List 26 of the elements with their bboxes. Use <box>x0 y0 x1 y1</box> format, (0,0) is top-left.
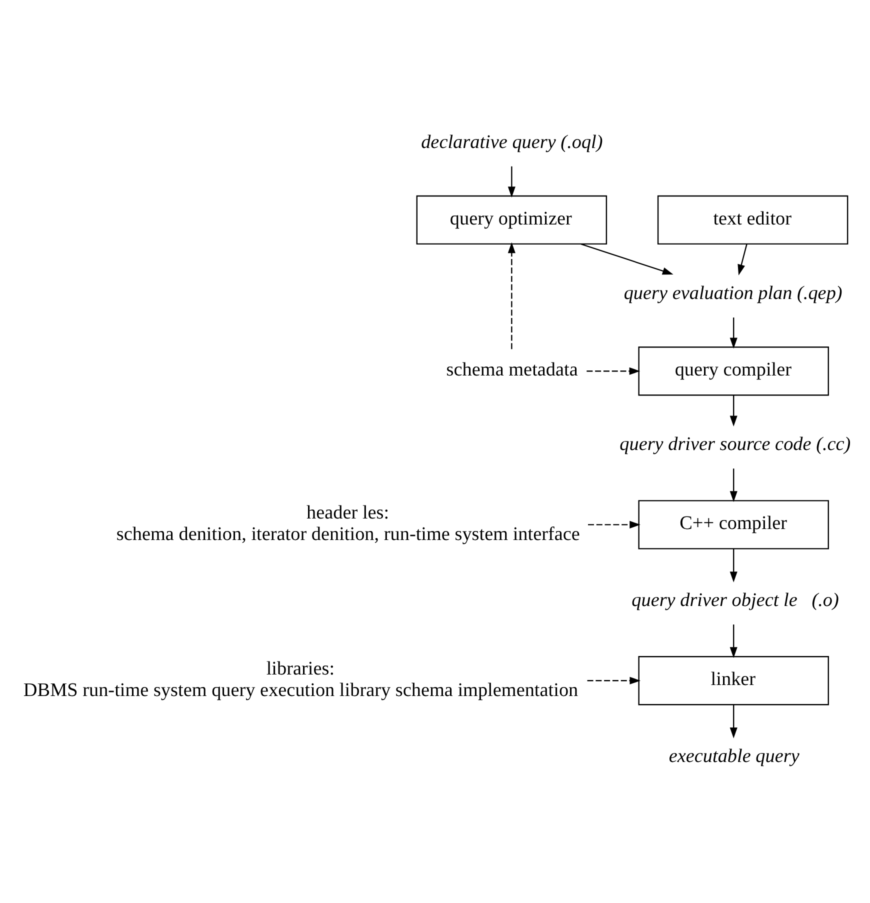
arrow <box>737 244 747 276</box>
arrow <box>586 367 640 375</box>
node-box: query compiler <box>638 346 828 396</box>
arrow <box>729 624 737 658</box>
arrow <box>507 242 515 350</box>
node-box: query optimizer <box>416 195 607 245</box>
node-box: C++ compiler <box>638 500 828 550</box>
node-text: declarative query (.oql) <box>420 132 602 153</box>
arrow <box>729 468 737 502</box>
arrow <box>729 704 737 738</box>
node-text: schema metadata <box>446 360 578 381</box>
node-box: text editor <box>656 195 848 245</box>
node-text: libraries: DBMS run-time system query execution library schema implementation <box>22 658 578 701</box>
arrow <box>588 520 640 528</box>
arrow <box>580 243 673 275</box>
arrow <box>507 166 515 198</box>
node-text: query evaluation plan (.qep) <box>623 282 842 304</box>
node-text: query driver object le (.o) <box>631 590 838 612</box>
arrow <box>586 676 640 684</box>
arrow <box>729 548 737 582</box>
node-text: header les: schema denition, iterator denition, run-time system interface <box>116 502 580 546</box>
node-text: query driver source code (.cc) <box>619 434 850 456</box>
node-text: executable query <box>668 746 799 767</box>
arrow <box>729 395 737 427</box>
node-box: linker <box>638 656 828 706</box>
arrow <box>729 318 737 349</box>
